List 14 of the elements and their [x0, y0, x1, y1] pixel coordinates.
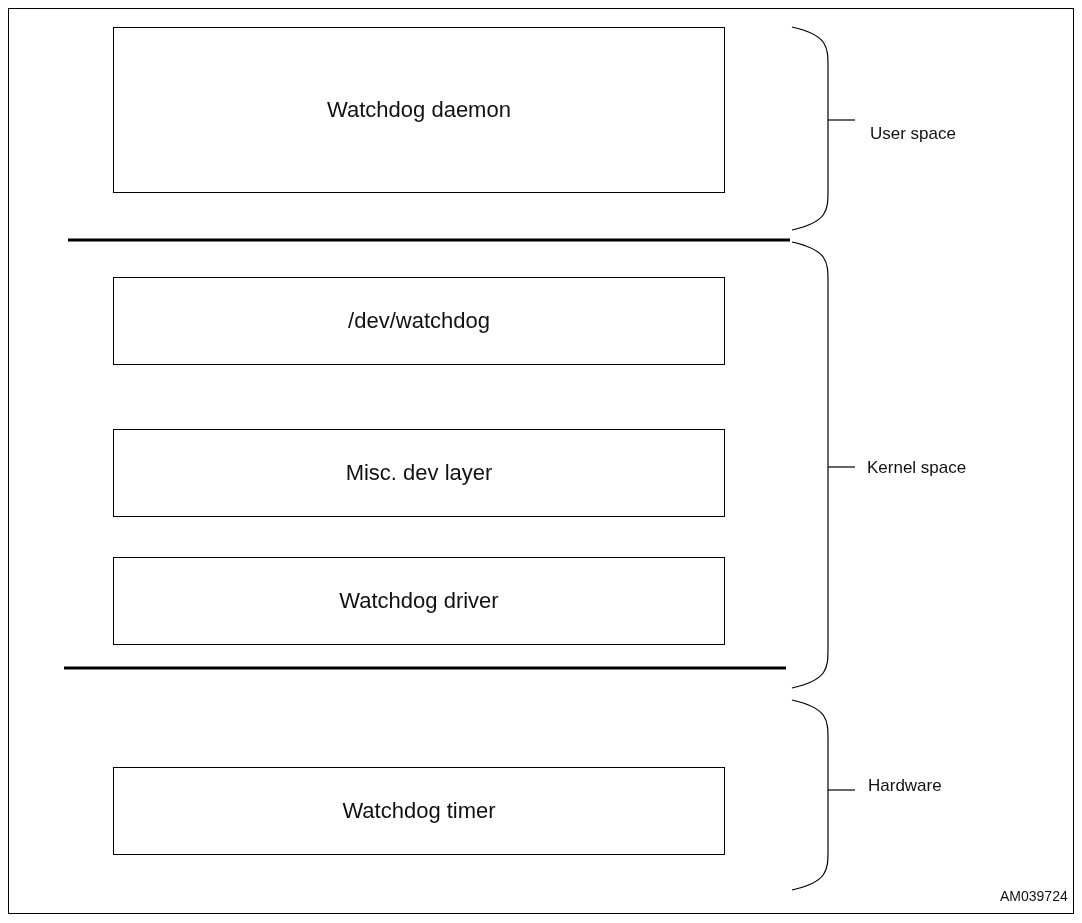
layer-name: /dev/watchdog [348, 308, 490, 334]
figure-id: AM039724 [1000, 888, 1068, 904]
layer-label: Kernel space [867, 458, 967, 478]
layer-label: Hardware [868, 776, 942, 796]
layer-name: Misc. dev layer [345, 460, 493, 486]
layer-box [113, 429, 725, 517]
layer-box [113, 767, 725, 855]
layer-name: Watchdog driver [339, 588, 499, 614]
layer-label: User space [870, 124, 956, 144]
layer-name: Watchdog timer [342, 798, 496, 824]
layer-box [113, 557, 725, 645]
layer-box [113, 27, 725, 193]
layer-box [113, 277, 725, 365]
layer-name: Watchdog daemon [327, 97, 511, 123]
